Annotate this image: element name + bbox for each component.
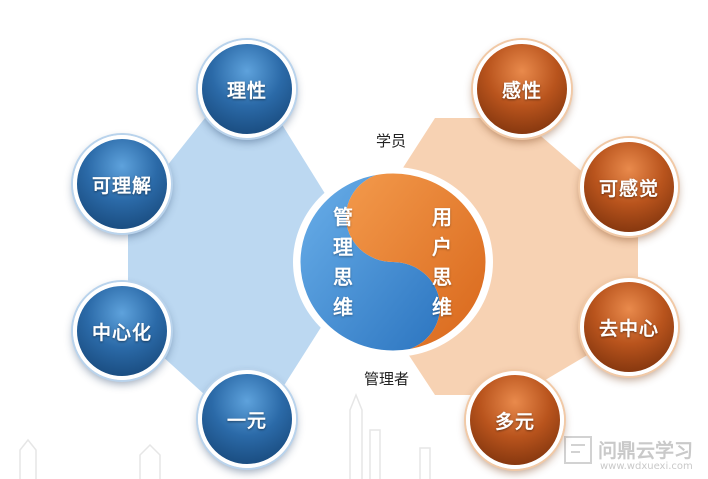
vertical-char: 理 [333,235,353,259]
watermark-brand: 问鼎云学习 [598,440,694,462]
vertical-char: 管 [333,205,353,229]
vertical-char: 思 [333,265,353,289]
user-thinking-text: 用 户 思 维 [430,202,454,322]
bottom-caption: 管理者 [364,370,410,388]
vertical-char: 维 [432,295,452,319]
node-decentralized: 去中心 [580,278,678,376]
watermark-url: www.wdxuexi.com [600,461,693,472]
yin-blue-half [299,172,440,352]
node-label: 一元 [226,409,267,432]
node-label: 多元 [494,410,535,433]
vertical-char: 维 [333,295,353,319]
watermark-logo [564,436,592,464]
node-label: 中心化 [91,321,152,344]
node-understandable: 可理解 [73,135,171,233]
node-perceivable: 可感觉 [580,138,678,236]
blue-hexagon-panel [128,118,365,395]
top-caption: 学员 [376,132,407,150]
management-thinking-text: 管 理 思 维 [331,202,355,322]
node-label: 理性 [226,79,267,102]
skyline-decoration [19,392,431,479]
node-label: 感性 [501,79,542,102]
node-centralized: 中心化 [73,282,171,380]
node-label: 可理解 [91,174,152,197]
node-monistic: 一元 [198,370,296,468]
node-rational: 理性 [198,40,296,138]
vertical-char: 思 [432,265,452,289]
node-emotional: 感性 [473,40,571,138]
yang-orange-half [346,172,487,352]
node-label: 可感觉 [598,177,659,200]
node-pluralistic: 多元 [466,371,564,469]
vertical-char: 用 [432,205,452,229]
node-label: 去中心 [598,317,659,340]
yin-yang-center [293,167,493,357]
vertical-char: 户 [432,235,452,259]
